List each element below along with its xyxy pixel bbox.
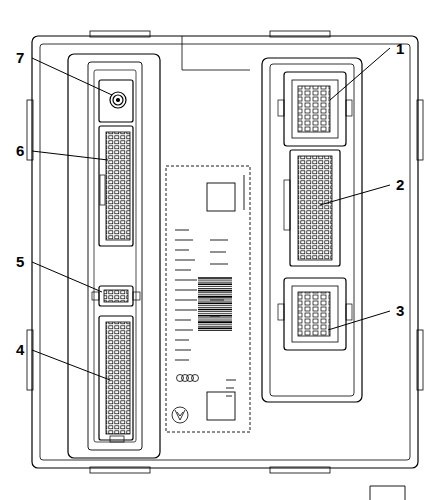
connector-1 [278,72,352,146]
callout-number: 4 [16,342,24,358]
barcode [198,278,232,331]
type-label-sticker [166,166,250,432]
callout-number: 2 [396,177,404,193]
housing-tabs [27,31,423,473]
housing-lip [40,44,410,460]
left-connector-panel [68,54,160,458]
connector-6 [99,126,133,246]
callout-number: 3 [396,303,404,319]
housing [32,36,418,468]
antenna-socket [99,80,133,122]
connector-3 [278,278,352,350]
callout-number: 1 [396,41,404,57]
callout-number: 6 [16,143,24,159]
callout-number: 7 [16,50,24,66]
sticker-print [175,175,244,396]
leader-lines [32,48,390,380]
right-connector-panel [262,58,362,402]
connector-4 [99,316,133,442]
callout-number: 5 [16,254,24,270]
connector-2 [284,150,340,266]
figure-id-box [370,486,405,500]
connector-5 [92,286,140,306]
